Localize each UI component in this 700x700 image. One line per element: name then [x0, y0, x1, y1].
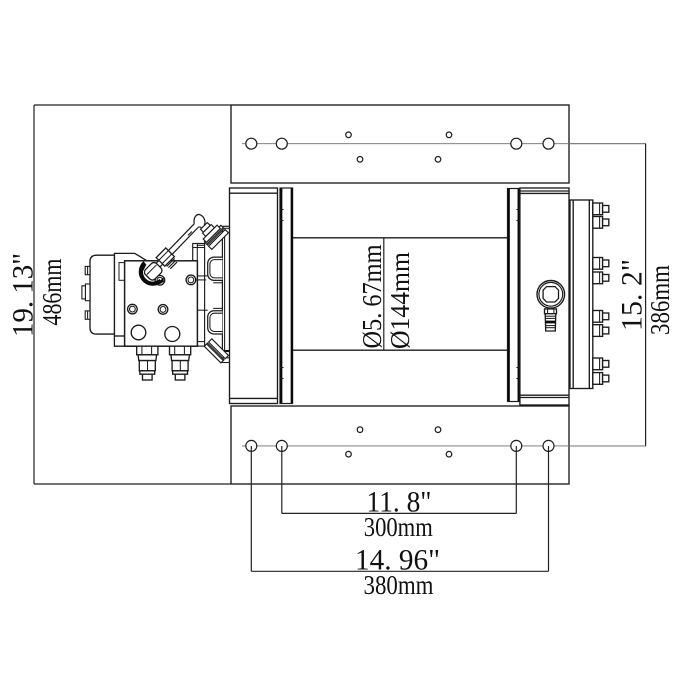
bottom-mounting-plate: [230, 405, 646, 485]
right-gear-housing: [519, 187, 570, 406]
hydraulic-hose: [138, 213, 222, 286]
cap-bolt: [592, 357, 610, 371]
hose-adapter-right: [168, 345, 192, 381]
dim-label-outer-in: 14. 96": [355, 544, 440, 577]
vent-nut: [543, 308, 558, 315]
dim-label-inner-in: 11. 8": [367, 486, 432, 519]
clutch-hex-plug: [536, 279, 566, 332]
dimension-mount-span: 15. 2" 386mm: [616, 143, 675, 446]
bracket-lobe: [207, 307, 223, 335]
hose-adapter-left: [136, 345, 159, 381]
mount-hole: [510, 137, 523, 150]
cap-bolt: [592, 215, 610, 229]
cap-bolt: [592, 309, 610, 323]
dim-label-span-in: 15. 2": [616, 259, 649, 331]
motor-port-boss: [81, 283, 91, 302]
dimension-drum-diameter: Ø5. 67mm Ø144mm: [357, 237, 415, 351]
dim-label-overall-in: 19. 13": [7, 253, 40, 337]
port-fitting: [199, 221, 222, 244]
left-tie-bar: [279, 187, 294, 405]
left-drum-support-housing: [228, 187, 279, 405]
hose-swivel-nut: [155, 247, 176, 268]
cap-bolt: [592, 202, 610, 216]
bracket-lobe: [207, 256, 223, 284]
dim-label-diameter-mm: Ø144mm: [385, 252, 415, 349]
hose-elbow: [138, 261, 164, 286]
motor-port-boss: [84, 265, 91, 276]
mount-hole: [245, 137, 258, 150]
dim-label-span-mm: 386mm: [645, 265, 675, 335]
small-hole: [445, 450, 453, 458]
top-mounting-plate: [230, 104, 646, 184]
port-plug: [130, 324, 147, 341]
end-cap-bolts: [592, 202, 610, 385]
dimension-overall-height: 19. 13" 486mm: [7, 104, 231, 485]
bracket-flange-band: [207, 228, 230, 251]
mount-hole: [275, 137, 288, 150]
bracket-flange-band: [207, 337, 230, 360]
dimension-bolt-span-outer: 14. 96" 380mm: [250, 446, 550, 600]
cap-bolt: [592, 256, 610, 270]
port-plug: [164, 325, 181, 343]
socket-screw: [126, 303, 138, 315]
small-hole: [345, 450, 352, 458]
motor-port-boss: [84, 310, 91, 320]
small-hole: [445, 131, 453, 139]
dim-label-diameter-in: Ø5. 67mm: [357, 245, 387, 349]
dim-label-inner-mm: 300mm: [364, 512, 433, 542]
motor-bracket: [197, 224, 230, 364]
socket-screw: [157, 303, 169, 315]
bracket-flange-band: [203, 342, 225, 364]
valve-block: [123, 260, 207, 347]
cap-bolt: [592, 371, 610, 385]
drum-barrel: [293, 237, 508, 351]
small-hole: [356, 426, 364, 434]
cap-bolt: [592, 271, 610, 285]
right-tie-bar: [506, 187, 521, 403]
dim-label-overall-mm: 486mm: [37, 259, 67, 326]
hose-ribs: [166, 258, 178, 270]
dimension-bolt-span-inner: 11. 8" 300mm: [281, 446, 517, 542]
mount-hole: [542, 137, 555, 150]
dim-label-outer-mm: 380mm: [364, 570, 434, 600]
cap-bolt: [592, 324, 610, 338]
motor-tab: [118, 262, 126, 281]
small-hole: [345, 131, 352, 139]
end-cap: [569, 199, 594, 390]
small-hole: [434, 426, 442, 434]
hose-elbow-boot: [143, 261, 163, 281]
socket-screw: [185, 274, 207, 286]
small-hole: [356, 155, 364, 163]
small-hole: [434, 155, 442, 163]
